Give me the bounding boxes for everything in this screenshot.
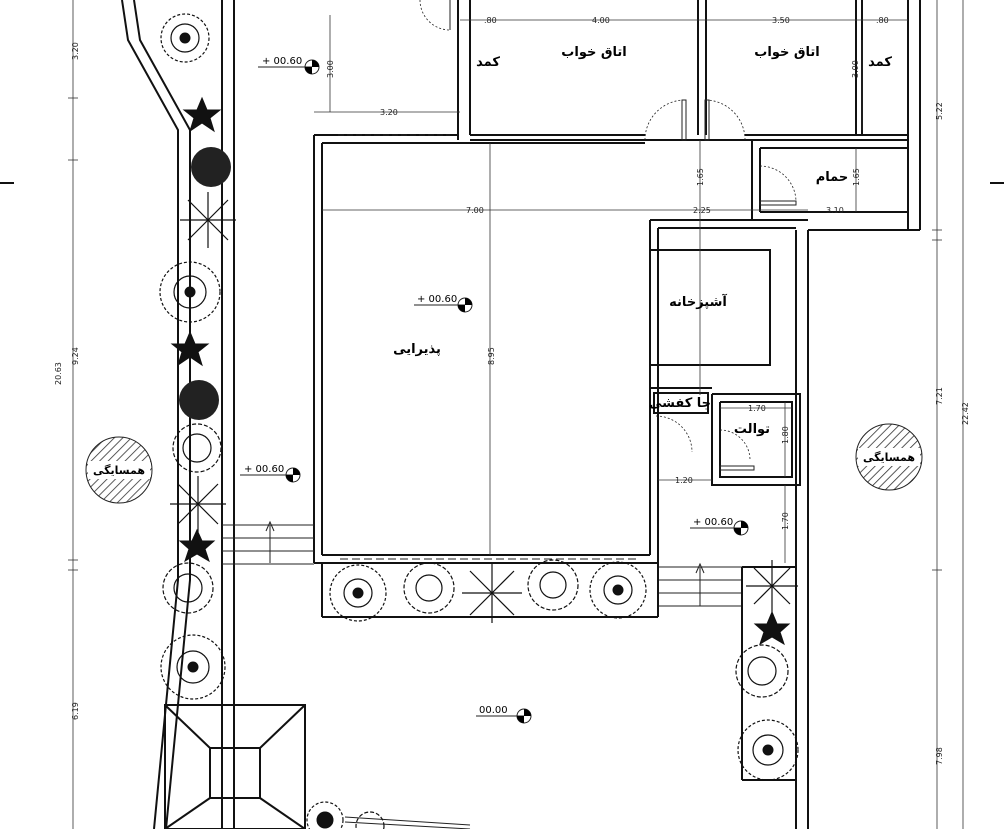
bottom-shrub [355,811,385,829]
door-swing-toilet [719,429,751,461]
door-leaf-bathroom [759,200,797,206]
star-plant-1 [182,96,222,133]
door-swing-shoe-cabinet [655,415,693,453]
dim-120: 1.20 [675,476,693,485]
room-label-reception: پذیرایی [393,342,441,357]
room-label-storage-left: کمد [476,55,500,70]
dim-180: 1.80 [781,426,790,444]
right-shrub [735,644,789,698]
dim-165-b: 1.65 [852,168,861,186]
steps-left [222,520,314,565]
neighbor-marker-left [85,436,153,504]
star-plant-3 [178,528,216,563]
internal-dimension-lines [314,15,908,563]
right-palm [746,560,798,612]
dim-left-924: 9.24 [71,347,80,365]
planter-tree-1 [329,564,387,622]
dim-right-2242: 22.42 [961,402,970,425]
bottom-tree [306,801,344,829]
dim-310: 3.10 [826,206,844,215]
door-leaf-toilet [719,465,755,471]
dim-right-522: 5.22 [935,102,944,120]
dim-350: 3.50 [772,16,790,25]
planter-shrub-1 [403,562,455,614]
door-swing-top-left [419,0,451,31]
tree-1 [160,13,210,63]
dim-170-a: 1.70 [748,404,766,413]
door-swing-bedroom-2 [704,99,746,141]
level-marker-top-left: + 00.60 [258,56,320,75]
level-text-top-left: + 00.60 [262,56,302,67]
toilet-walls [650,387,801,486]
neighbor-label-right: همسایگی [863,451,915,464]
room-label-bedroom-2: اتاق خواب [754,45,819,60]
level-marker-yard: 00.00 [476,705,532,724]
level-marker-reception: + 00.60 [414,294,473,313]
steps-right [658,562,742,607]
room-label-storage-right: کمد [868,55,892,70]
right-boundary-wall [795,0,921,829]
planter-tree-2 [589,561,647,619]
door-leaf-bedroom-2 [704,99,710,141]
bush-2 [179,380,219,420]
room-label-shoe-cabinet: جا کفشی [649,396,711,411]
dim-300-left: 3.00 [326,60,335,78]
room-label-bedroom-1: اتاق خواب [561,45,626,60]
dim-700: 7.00 [466,206,484,215]
room-label-kitchen: آشپزخانه [669,293,727,310]
dim-400: 4.00 [592,16,610,25]
bush-1 [191,147,231,187]
kitchen-counter [650,249,771,366]
dim-left-2063: 20.63 [54,362,63,385]
palm-1 [180,192,236,248]
dim-170-b: 1.70 [781,512,790,530]
shrub-1 [172,423,222,473]
level-text-porch-left: + 00.60 [244,464,284,475]
neighbor-marker-right [855,423,923,491]
dim-320-top: 3.20 [380,108,398,117]
bottom-fence [344,816,471,829]
level-text-reception: + 00.60 [417,294,457,305]
dim-right-798: 7.98 [935,747,944,765]
dim-165-a: 1.65 [696,168,705,186]
level-text-yard: 00.00 [479,705,508,716]
planter-palm [462,563,522,623]
dim-300-right: 3.00 [851,60,860,78]
dim-895: 8.95 [487,347,496,365]
shrub-2 [162,562,214,614]
left-garden-strip [121,0,235,829]
room-label-toilet: توالت [734,422,770,437]
door-leaf-bedroom-1 [681,99,687,141]
door-swing-bathroom [759,165,797,203]
house-walls [313,134,808,564]
left-dimension-line [68,0,78,829]
right-star-plant [753,610,791,646]
dim-225: 2.25 [693,206,711,215]
top-rooms-walls [457,0,908,141]
tree-3 [160,634,226,700]
gazebo [164,704,306,829]
right-tree [737,719,799,781]
front-planter [321,563,659,618]
star-plant-2 [170,330,210,367]
planter-shrub-2 [527,559,579,611]
dim-right-721: 7.21 [935,387,944,405]
room-label-bathroom: حمام [816,170,849,185]
tree-2 [159,261,221,323]
right-dimension-lines [932,0,964,829]
neighbor-label-left: همسایگی [93,464,145,477]
door-swing-bedroom-1 [644,99,686,141]
palm-2 [170,476,226,532]
level-marker-porch-left: + 00.60 [240,464,301,483]
level-text-porch-right: + 00.60 [693,517,733,528]
dim-left-320: 3.20 [71,42,80,60]
dim-left-619: 6.19 [71,702,80,720]
dim-080-right: .80 [876,16,889,25]
level-marker-porch-right: + 00.60 [690,517,749,536]
dim-080-left: .80 [484,16,497,25]
